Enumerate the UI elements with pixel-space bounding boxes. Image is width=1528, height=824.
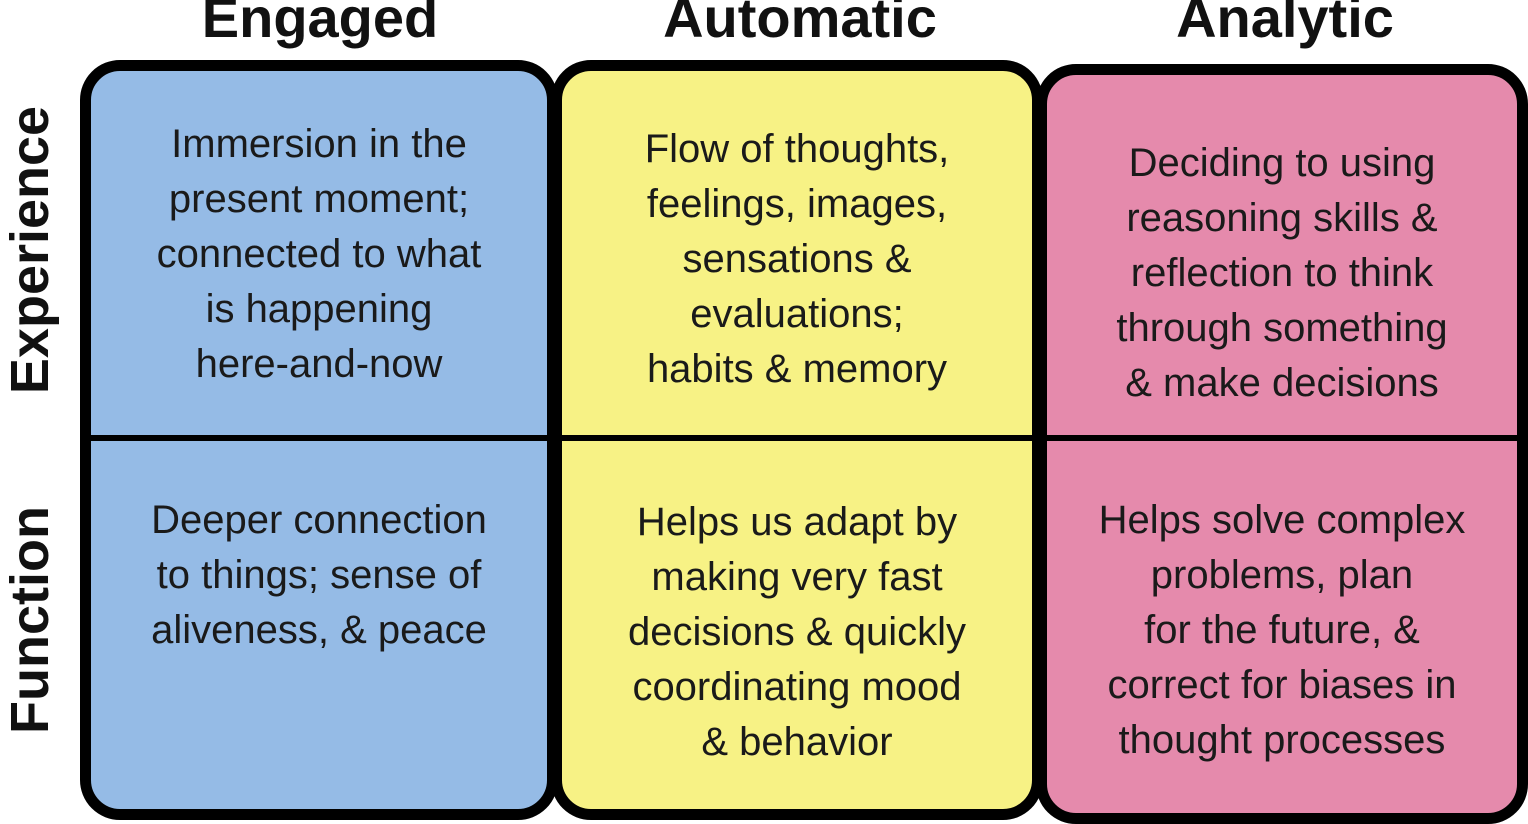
column-automatic: Flow of thoughts, feelings, images, sens… (551, 60, 1043, 820)
column-header-analytic: Analytic (1176, 0, 1394, 49)
engaged-function-cell: Deeper connection to things; sense of al… (151, 498, 487, 652)
row-divider (91, 435, 547, 441)
automatic-function-cell: Helps us adapt by making very fast decis… (628, 500, 966, 764)
engaged-experience-cell: Immersion in the present moment; connect… (156, 121, 482, 386)
column-header-automatic: Automatic (663, 0, 937, 49)
column-header-engaged: Engaged (201, 0, 439, 49)
column-engaged: Immersion in the present moment; connect… (80, 60, 558, 820)
row-label-experience-text: Experience (0, 105, 61, 395)
analytic-experience-cell: Deciding to using reasoning skills & ref… (1116, 140, 1448, 405)
row-divider (1047, 435, 1517, 441)
automatic-experience-cell: Flow of thoughts, feelings, images, sens… (644, 126, 950, 391)
row-label-function-text: Function (0, 506, 61, 734)
row-label-experience: Experience (0, 70, 60, 430)
column-analytic: Deciding to using reasoning skills & ref… (1036, 64, 1528, 824)
analytic-function-cell: Helps solve complex problems, plan for t… (1098, 498, 1466, 762)
row-label-function: Function (0, 440, 60, 800)
row-divider (562, 435, 1032, 441)
